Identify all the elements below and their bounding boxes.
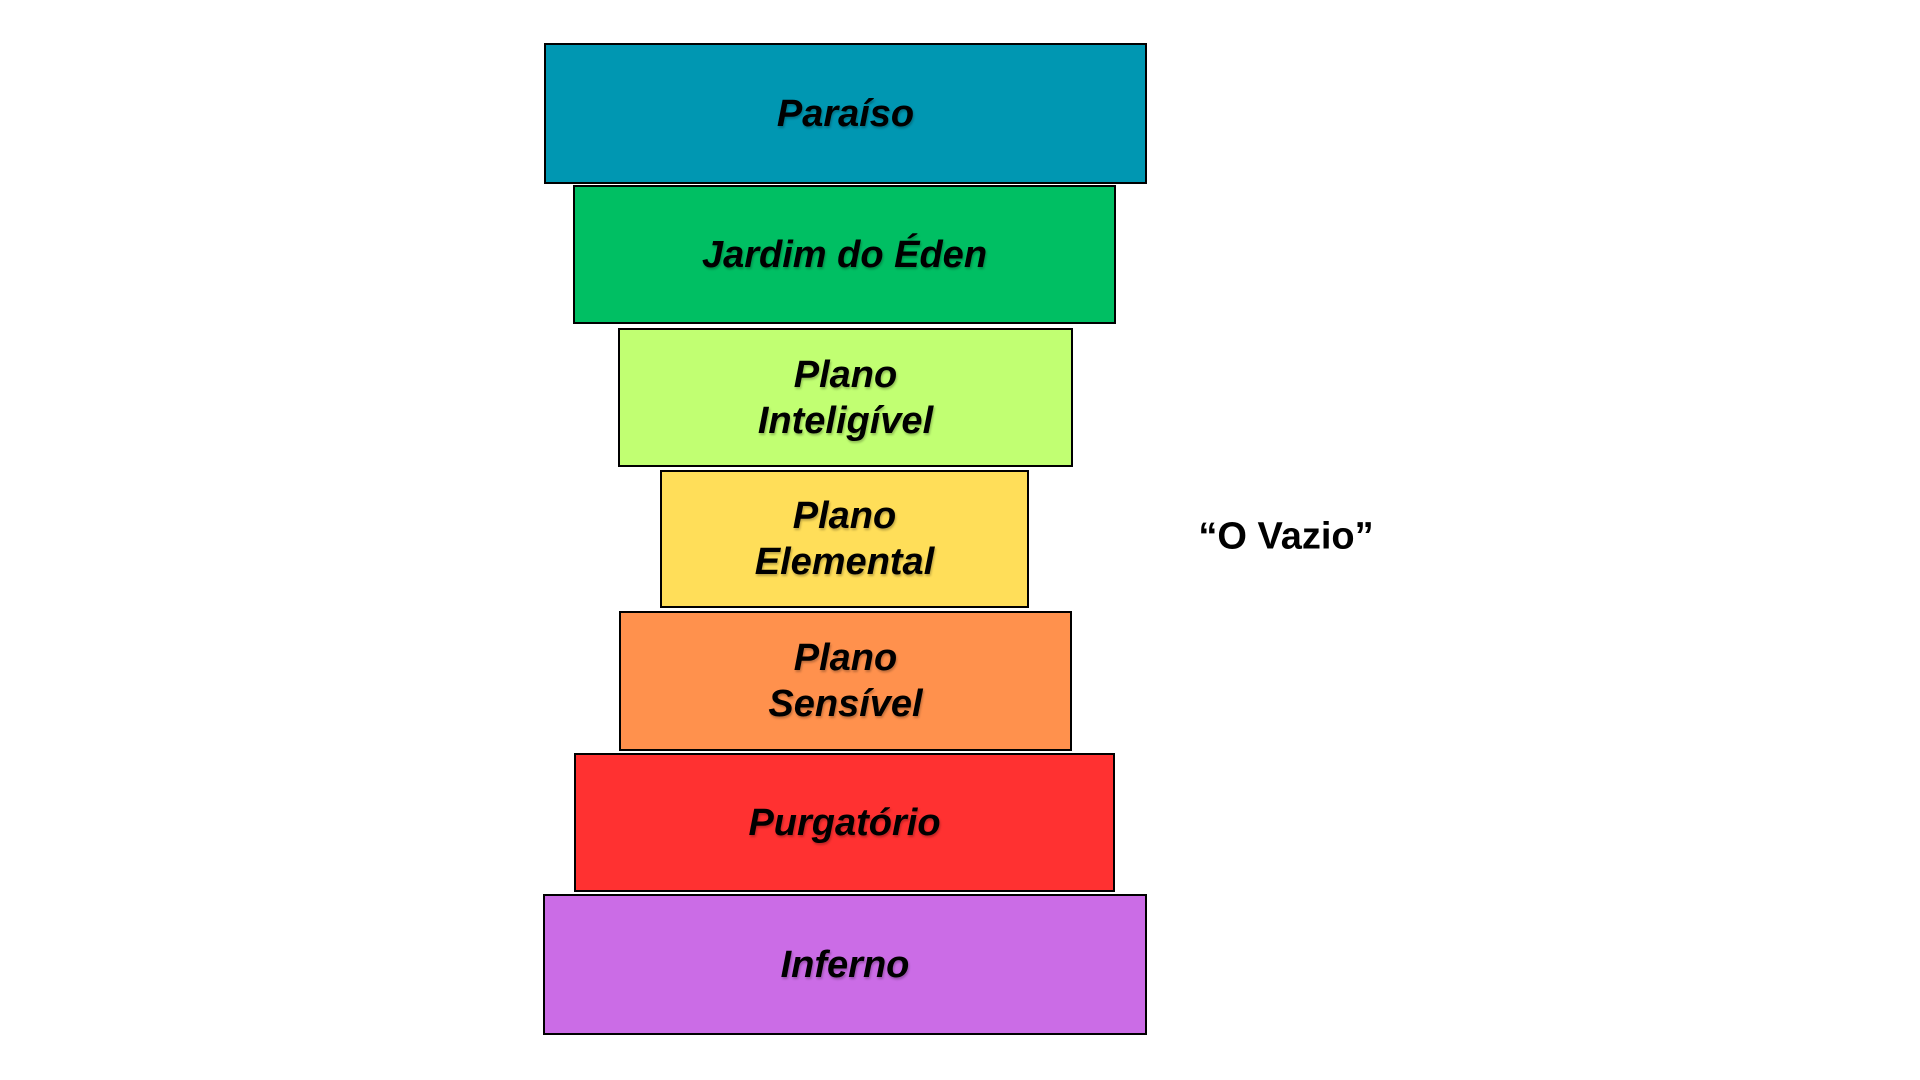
layer-label: Sensível — [768, 683, 923, 725]
layer-label: Purgatório — [748, 801, 941, 844]
diagram-layer-purgatorio: Purgatório — [574, 753, 1115, 892]
layer-label: Plano — [793, 353, 898, 396]
diagram-layer-paraiso: Paraíso — [544, 43, 1147, 184]
layer-label: Jardim do Éden — [701, 233, 988, 276]
layer-label: Paraíso — [776, 92, 915, 135]
layer-label: Inferno — [780, 943, 910, 986]
void-label: “O Vazio” — [1198, 515, 1374, 558]
layer-label: Plano — [792, 495, 897, 537]
layer-label: Elemental — [754, 541, 935, 583]
diagram-layer-jardim-do-eden: Jardim do Éden — [573, 185, 1116, 324]
diagram-layer-inferno: Inferno — [543, 894, 1147, 1035]
layer-label: Inteligível — [757, 399, 934, 442]
layer-label: Plano — [793, 637, 898, 679]
